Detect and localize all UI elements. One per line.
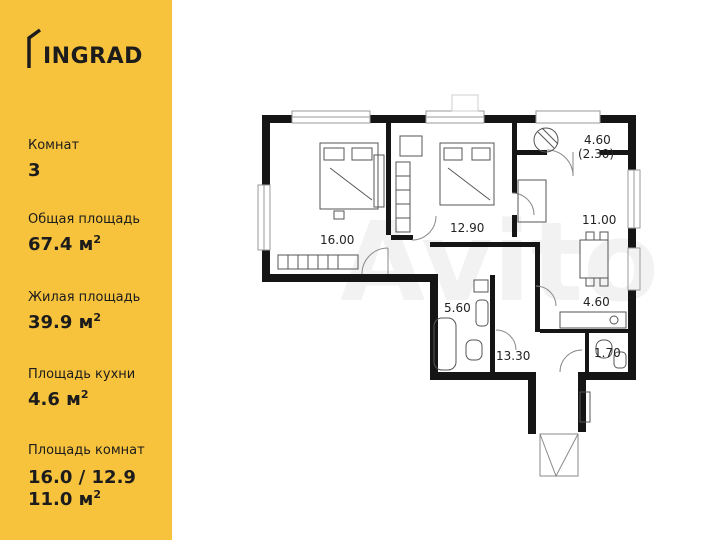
doors	[361, 149, 583, 478]
bed-2	[439, 142, 495, 206]
total-area-label: Общая площадь	[28, 212, 141, 227]
room-labels: 16.00 12.90 4.60 (2.30) 11.00 4.60 5.60 …	[320, 133, 621, 363]
total-area-stat: Общая площадь 67.4 м2	[28, 212, 140, 256]
brand-logo: INGRAD	[27, 28, 143, 68]
room-label-bathroom: 5.60	[444, 301, 471, 315]
rooms-area-stat: Площадь комнат 16.0 / 12.9 11.0 м2	[28, 443, 145, 511]
floor-plan: Avito	[172, 0, 720, 540]
info-sidebar: INGRAD Комнат 3 Общая площадь 67.4 м2 Жи…	[0, 0, 172, 540]
floor-plan-drawing: Avito	[257, 94, 659, 478]
windows	[257, 94, 641, 291]
room-label-wc: 1.70	[594, 346, 621, 360]
watermark: Avito	[340, 198, 659, 326]
living-area-value: 39.9 м2	[28, 311, 102, 334]
living-area-stat: Жилая площадь 39.9 м2	[28, 290, 140, 334]
rooms-count-value: 3	[28, 160, 41, 181]
room-label-kitchen: 4.60	[583, 295, 610, 309]
room-label-balcony-sub: (2.30)	[578, 147, 614, 161]
total-area-value: 67.4 м2	[28, 233, 102, 256]
living-area-label: Жилая площадь	[28, 290, 141, 305]
interior-walls	[386, 123, 628, 375]
furniture	[277, 127, 627, 423]
bed-1	[319, 142, 379, 210]
bathtub	[433, 317, 457, 371]
ingrad-house-icon	[27, 28, 41, 68]
rooms-count-stat: Комнат 3	[28, 138, 79, 182]
rooms-area-value: 16.0 / 12.9 11.0 м2	[28, 467, 136, 510]
kitchen-area-label: Площадь кухни	[28, 367, 136, 382]
kitchen-area-stat: Площадь кухни 4.6 м2	[28, 367, 135, 411]
room-label-hallway: 13.30	[496, 349, 530, 363]
room-label-bedroom: 12.90	[450, 221, 484, 235]
room-label-living: 16.00	[320, 233, 354, 247]
room-label-balcony: 4.60	[584, 133, 611, 147]
rooms-count-label: Комнат	[28, 138, 80, 153]
rooms-area-label: Площадь комнат	[28, 443, 145, 458]
kitchen-area-value: 4.6 м2	[28, 388, 89, 411]
brand-name: INGRAD	[43, 44, 143, 69]
room-label-kitchen-living: 11.00	[582, 213, 616, 227]
